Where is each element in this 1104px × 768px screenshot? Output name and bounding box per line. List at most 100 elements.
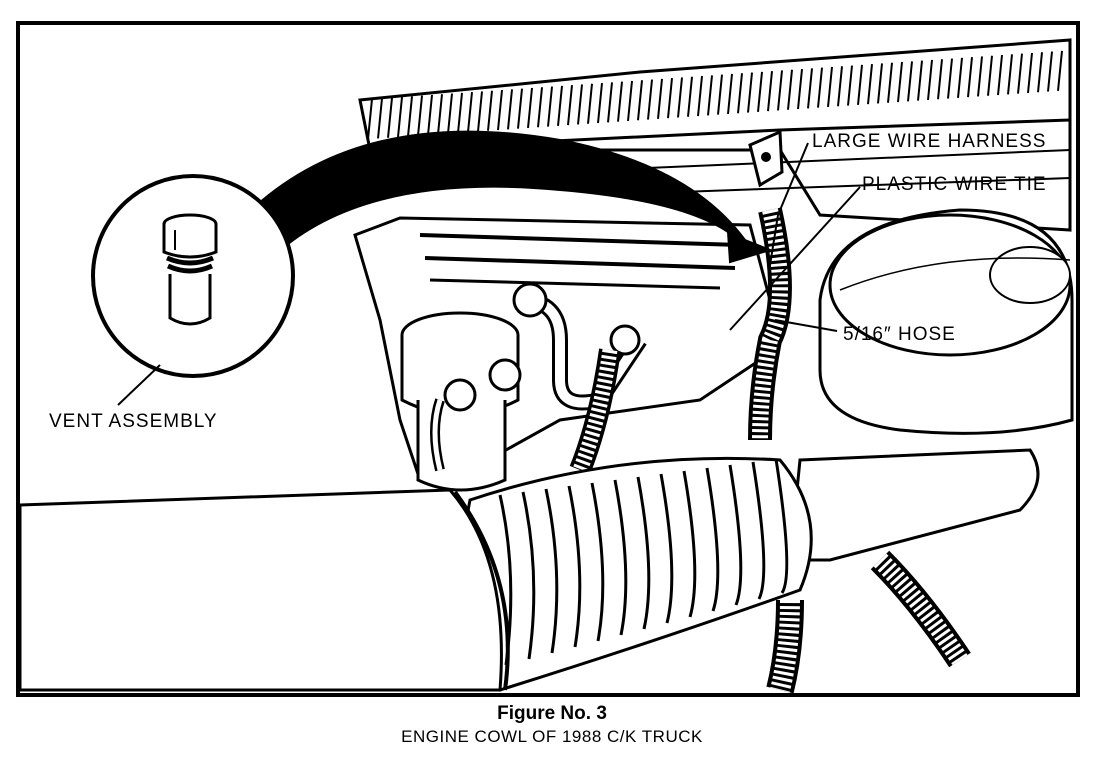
hood-hatch-line (647, 79, 653, 120)
bellows-rib (613, 479, 628, 636)
bellows-rib (728, 464, 743, 606)
bellows-rib (774, 458, 789, 594)
hood-hatch-line (967, 57, 973, 98)
hood-hatch-line (937, 59, 943, 100)
hood-hatch-line (467, 92, 473, 133)
hood-hatch-line (527, 87, 533, 129)
hood-hatch-line (817, 67, 823, 108)
hood-hatch-line (587, 83, 593, 124)
vent-assembly-part (162, 213, 218, 326)
hood-hatch-line (687, 76, 693, 117)
hood-hatch-line (377, 98, 383, 139)
hood-hatch-line (887, 62, 893, 103)
hood-hatch-line (747, 72, 753, 113)
hood-hatch-line (737, 73, 743, 114)
hood-hatch-line (567, 85, 573, 126)
figure-caption: Figure No. 3 ENGINE COWL OF 1988 C/K TRU… (0, 702, 1104, 748)
hood-hatch-line (627, 80, 633, 122)
hood-hatch-line (957, 57, 963, 98)
hood-hatch-line (1017, 53, 1023, 94)
hood-hatch-line (557, 85, 563, 126)
bellows-rib (521, 491, 536, 660)
intake-duct (788, 448, 1040, 562)
air-intake-bellows (462, 456, 813, 692)
bellows-rib (682, 470, 697, 618)
hood-hatch-line (787, 69, 793, 110)
hood-hatch-line (777, 70, 783, 111)
corrugated-hoses (569, 207, 971, 694)
hood-hatch-line (487, 90, 493, 131)
hood-hatch-line (857, 64, 863, 105)
hood-hatch-line (927, 59, 933, 101)
hood-hatch-line (437, 94, 443, 135)
bellows-rib (705, 467, 720, 612)
hood-hatch-line (1047, 51, 1053, 92)
bellows-rib (636, 476, 651, 630)
hood-hatch-line (987, 55, 993, 96)
hood-hatch-line (637, 80, 643, 121)
hood-hatch-line (897, 61, 903, 103)
hood-hatch-line (517, 88, 523, 129)
hood-hatch-line (847, 65, 853, 106)
hood-hatch-line (947, 58, 953, 99)
hood-hatch-line (1057, 50, 1063, 91)
label-hose: 5/16″ HOSE (843, 324, 956, 345)
hood-hatch-line (707, 75, 713, 116)
hood-hatch-line (907, 61, 913, 102)
bellows-rib (590, 482, 605, 642)
hood-hatch-line (1027, 52, 1033, 94)
hood-hatch-line (507, 89, 513, 130)
hood-hatch-line (397, 96, 403, 138)
hood-hatch-line (427, 94, 433, 136)
hood-hatch-line (717, 74, 723, 115)
label-vent-assembly: VENT ASSEMBLY (49, 411, 218, 432)
vent-assembly-inset (91, 174, 295, 378)
hood-hatch-line (867, 64, 873, 105)
hood-hatch-line (577, 84, 583, 125)
hood-hatch-line (447, 93, 453, 134)
hood-hatch-line (657, 78, 663, 119)
bellows-rib (659, 473, 674, 624)
leader-lines (117, 142, 861, 406)
hood-hatch-line (547, 86, 553, 127)
label-large-wire-harness: LARGE WIRE HARNESS (812, 131, 1046, 152)
hood-hatch-line (767, 71, 773, 112)
hood-hatch-line (727, 73, 733, 115)
hood-hatch-line (367, 99, 373, 140)
hood-hatch-line (597, 82, 603, 124)
hood-hatch-line (797, 68, 803, 110)
hood-hatch-line (917, 60, 923, 101)
hood-hatch-line (977, 56, 983, 97)
hood-hatch-line (677, 77, 683, 118)
hood-hatch-line (837, 66, 843, 107)
caption-subtitle: ENGINE COWL OF 1988 C/K TRUCK (401, 727, 703, 746)
hood-hatch-line (807, 68, 813, 109)
hood-hatch-line (417, 95, 423, 136)
canister (400, 311, 522, 492)
hood-hatch-line (757, 71, 763, 112)
foreground-duct (18, 488, 510, 692)
bellows-rib (544, 488, 559, 654)
hood-hatch-line (1037, 52, 1043, 93)
hood-hatch-line (697, 75, 703, 117)
fuel-lines (430, 282, 647, 472)
label-plastic-wire-tie: PLASTIC WIRE TIE (862, 174, 1047, 195)
hood-hatch-line (617, 81, 623, 122)
hood-hatch-line (877, 63, 883, 104)
bellows-rib (751, 461, 766, 600)
air-cleaner (818, 208, 1074, 435)
bracket (748, 129, 784, 188)
callout-arrow (213, 130, 774, 272)
hood-hatch-line (387, 97, 393, 138)
hood-hatch-line (997, 54, 1003, 96)
bellows-rib (567, 485, 582, 648)
hood-hatch-line (1007, 54, 1013, 95)
caption-title: Figure No. 3 (497, 703, 607, 724)
hood-hatch-line (457, 92, 463, 133)
hood-hatch-line (607, 82, 613, 123)
hood-hatch-line (497, 89, 503, 131)
hood-hatch-line (537, 87, 543, 128)
hood-hatch-line (407, 96, 413, 137)
hood-hatch-line (827, 66, 833, 108)
